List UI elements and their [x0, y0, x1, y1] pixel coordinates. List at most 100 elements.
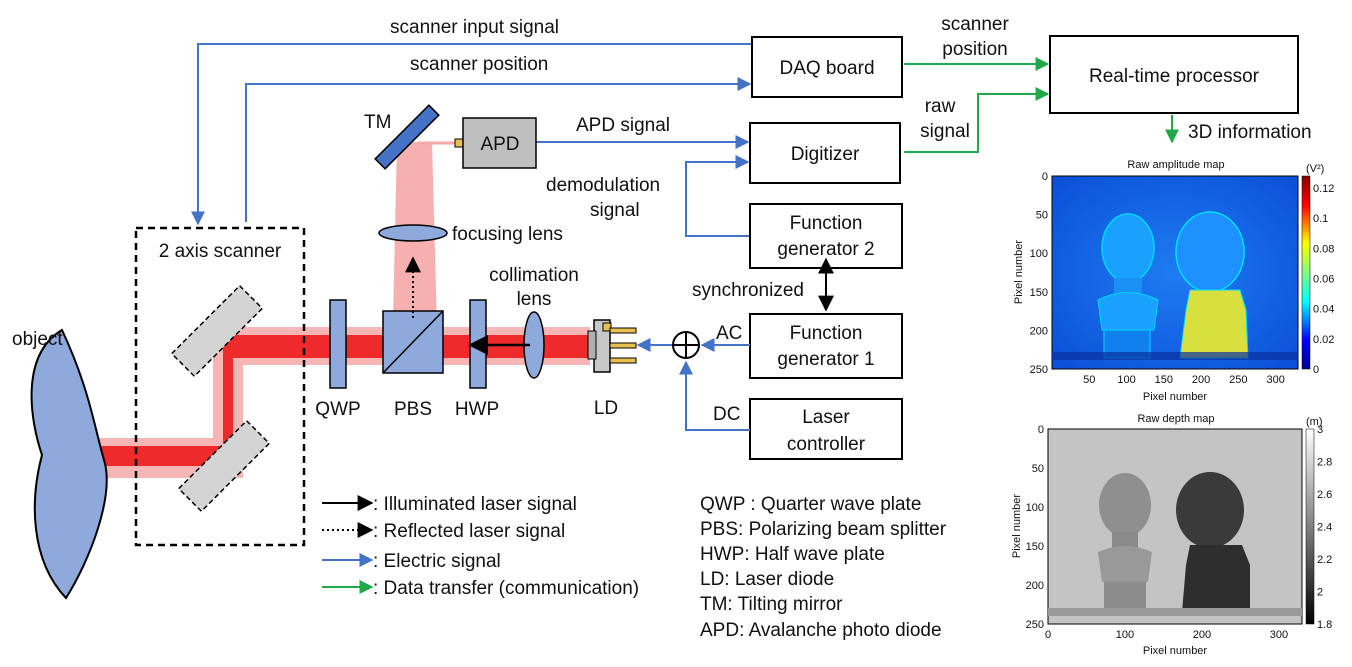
- x-tick-label: 100: [1116, 629, 1134, 641]
- ac-label: AC: [716, 323, 742, 344]
- light-beam: [42, 327, 590, 478]
- amplitude-colorbar-ticks: 0.120.10.080.060.040.020: [1313, 183, 1334, 376]
- reflected-beam: [392, 142, 438, 365]
- scanner-label: 2 axis scanner: [159, 241, 282, 262]
- depth-colorbar: [1305, 428, 1315, 625]
- colorbar-tick-label: 2: [1317, 587, 1323, 599]
- depth-bust-right: [1176, 472, 1250, 612]
- depth-colorbar-unit: (m): [1306, 416, 1323, 428]
- scanner-mirror-upper: [170, 284, 264, 378]
- hwp-label: HWP: [455, 399, 499, 420]
- x-tick-label: 300: [1266, 374, 1284, 386]
- colorbar-tick-label: 1.8: [1317, 619, 1332, 631]
- colorbar-tick-label: 0.1: [1313, 213, 1328, 225]
- scanner-box: [134, 226, 306, 547]
- demodulation-label-l1: demodulation: [546, 175, 660, 196]
- laser-diode: [587, 319, 637, 373]
- depth-y-label: Pixel number: [1011, 494, 1023, 559]
- scanner-position-line: [245, 77, 752, 222]
- tm-label: TM: [364, 112, 391, 133]
- abbreviation-item: HWP: Half wave plate: [700, 544, 885, 565]
- amplitude-x-label: Pixel number: [1143, 391, 1208, 403]
- demodulation-label-l2: signal: [590, 200, 640, 221]
- function-generator-2-box: [749, 203, 903, 269]
- synchronized-label: synchronized: [692, 280, 804, 301]
- abbreviation-item: QWP : Quarter wave plate: [700, 494, 921, 515]
- apd-box: [462, 117, 537, 169]
- demodulation-signal-line: [685, 155, 750, 237]
- digitizer-label: Digitizer: [791, 144, 860, 165]
- x-tick-label: 200: [1192, 374, 1210, 386]
- x-tick-label: 100: [1117, 374, 1135, 386]
- colorbar-tick-label: 2.2: [1317, 554, 1332, 566]
- qwp-plate: [329, 299, 347, 389]
- apd-label: APD: [480, 134, 519, 155]
- digitizer-box: [749, 122, 901, 184]
- x-tick-label: 250: [1229, 374, 1247, 386]
- qwp-label: QWP: [315, 399, 360, 420]
- depth-colorbar-ticks: 3 2.8 2.6 2.4 2.2 2 1.8: [1317, 424, 1332, 631]
- colorbar-tick-label: 0.08: [1313, 243, 1334, 255]
- 3d-info-label: 3D information: [1188, 122, 1312, 143]
- processor-box: [1049, 35, 1299, 114]
- x-tick-label: 150: [1155, 374, 1173, 386]
- daq-board-box: [751, 36, 903, 98]
- ld-label: LD: [594, 398, 618, 419]
- pbs-label: PBS: [394, 399, 432, 420]
- raw-signal-data-line: [904, 87, 1050, 153]
- abbreviation-item: PBS: Polarizing beam splitter: [700, 519, 947, 540]
- abbreviation-item: TM: Tilting mirror: [700, 594, 843, 615]
- y-tick-label: 50: [1036, 210, 1048, 222]
- fg1-label-l2: generator 1: [777, 349, 874, 370]
- collimation-label-l1: collimation: [489, 265, 579, 286]
- colorbar-tick-label: 0: [1313, 364, 1319, 376]
- abbreviation-item: LD: Laser diode: [700, 569, 834, 590]
- abbreviation-list: QWP : Quarter wave plate PBS: Polarizing…: [700, 494, 947, 641]
- fg1-label-l1: Function: [790, 323, 863, 344]
- abbreviation-item: APD: Avalanche photo diode: [700, 620, 942, 641]
- focusing-lens: [378, 224, 448, 242]
- focusing-lens-label: focusing lens: [452, 224, 563, 245]
- depth-bust-left: [1098, 473, 1152, 610]
- colorbar-tick-label: 3: [1317, 424, 1323, 436]
- amplitude-map-image: [1051, 175, 1299, 370]
- amplitude-colorbar-unit: (V²): [1306, 163, 1324, 175]
- fg2-label-l2: generator 2: [777, 239, 874, 260]
- object-shape: [30, 328, 108, 600]
- colorbar-tick-label: 0.06: [1313, 274, 1334, 286]
- x-tick-label: 200: [1193, 629, 1211, 641]
- processor-label: Real-time processor: [1089, 66, 1260, 87]
- scanner-input-label: scanner input signal: [390, 17, 559, 38]
- scanner-position-label: scanner position: [410, 54, 548, 75]
- y-tick-label: 100: [1026, 502, 1044, 514]
- scanner-mirror-lower: [177, 419, 271, 513]
- laser-controller-l2: controller: [787, 434, 866, 455]
- y-tick-label: 0: [1042, 171, 1048, 183]
- dc-label: DC: [713, 404, 740, 425]
- colorbar-tick-label: 2.4: [1317, 522, 1332, 534]
- y-tick-label: 200: [1026, 580, 1044, 592]
- dc-line: [679, 360, 750, 431]
- laser-controller-l1: Laser: [802, 407, 850, 428]
- colorbar-tick-label: 0.02: [1313, 334, 1334, 346]
- apd-window: [454, 138, 464, 148]
- amplitude-colorbar: [1301, 175, 1311, 370]
- x-tick-label: 300: [1270, 629, 1288, 641]
- y-tick-label: 100: [1030, 248, 1048, 260]
- laser-controller-box: [749, 398, 903, 460]
- legend-illuminated: : Illuminated laser signal: [373, 494, 577, 515]
- apd-signal-label: APD signal: [576, 115, 670, 136]
- raw-label-l1: raw: [925, 96, 956, 117]
- amplitude-y-label: Pixel number: [1013, 240, 1025, 305]
- amplitude-bust-left: [1097, 213, 1159, 359]
- x-tick-label: 50: [1083, 374, 1095, 386]
- colorbar-tick-label: 2.8: [1317, 457, 1332, 469]
- raw-label-l2: signal: [920, 121, 970, 142]
- colorbar-tick-label: 2.6: [1317, 489, 1332, 501]
- colorbar-tick-label: 0.12: [1313, 183, 1334, 195]
